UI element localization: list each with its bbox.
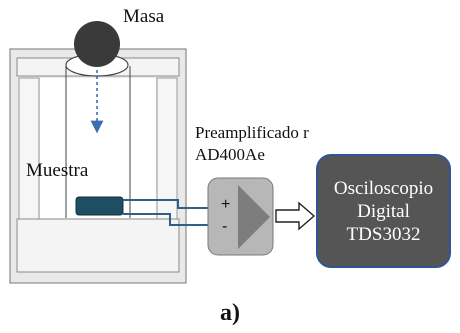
amplifier-minus-sign: - xyxy=(222,218,228,235)
oscilloscope-box xyxy=(316,154,451,268)
amplifier-triangle-icon xyxy=(238,185,270,249)
mass-ball xyxy=(74,21,120,67)
amplifier-plus-sign: + xyxy=(221,196,231,213)
figure-tag: a) xyxy=(220,300,240,326)
output-arrow xyxy=(275,201,316,231)
sample-label: Muestra xyxy=(26,160,89,181)
test-frame xyxy=(9,48,187,284)
sample-block xyxy=(75,196,124,216)
preamplifier-label: Preamplificado r AD400Ae xyxy=(195,123,309,164)
mass-label: Masa xyxy=(123,6,165,27)
signal-wires xyxy=(123,199,212,226)
oscilloscope-label: Osciloscopio Digital TDS3032 xyxy=(333,177,434,245)
